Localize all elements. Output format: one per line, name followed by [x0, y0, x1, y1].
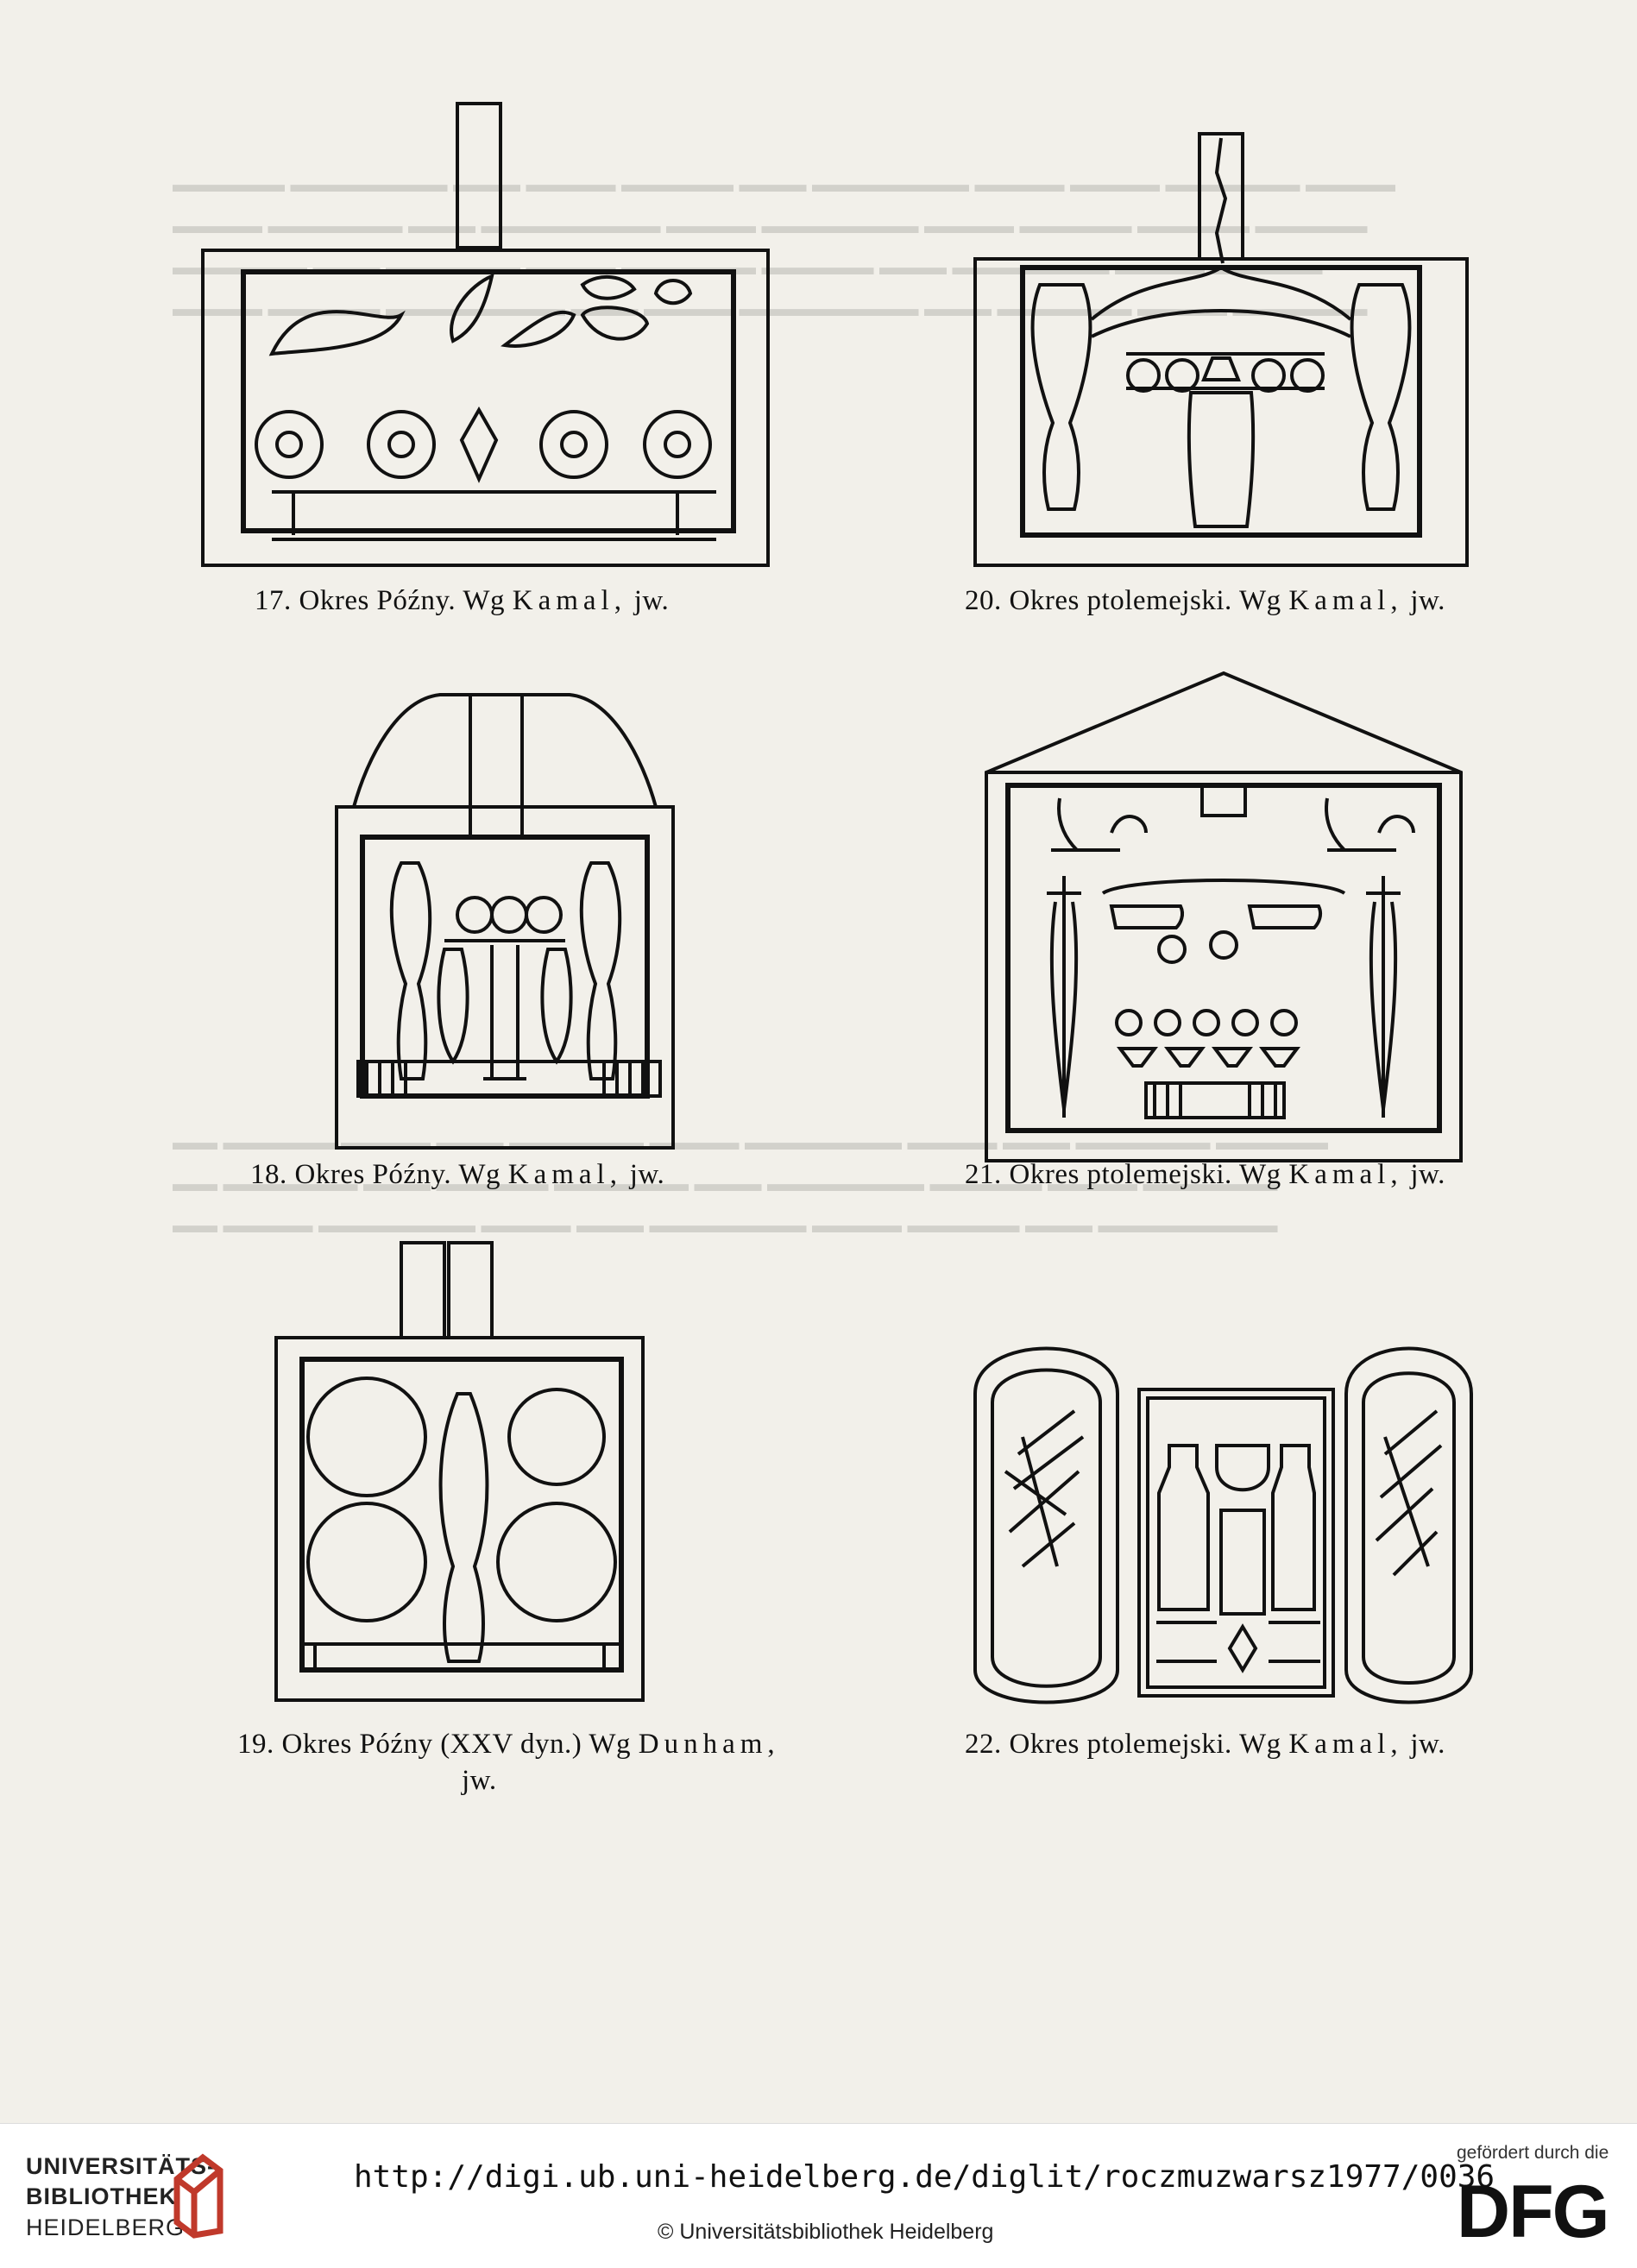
figure-18-caption: 18. Okres Późny. Wg Kamal, jw.	[250, 1159, 664, 1191]
figure-ref: jw.	[1410, 1159, 1445, 1190]
figure-19-drawing	[250, 1238, 664, 1709]
funded-by-label: gefördert durch die	[1457, 2143, 1609, 2163]
figure-17-drawing	[194, 99, 781, 570]
figure-period: Okres ptolemejski.	[1009, 1159, 1232, 1190]
copyright-notice: © Universitätsbibliothek Heidelberg	[658, 2220, 994, 2244]
scanned-page: ▬▬▬▬▬ ▬▬▬▬▬▬▬ ▬▬▬ ▬▬▬▬ ▬▬▬▬▬ ▬▬▬ ▬▬▬▬▬▬▬…	[0, 0, 1637, 2123]
figure-19-caption-continued: jw.	[462, 1765, 497, 1797]
viewer-footer	[0, 2123, 1637, 2268]
figure-source-prefix: Wg	[463, 585, 505, 616]
figure-author: Kamal,	[512, 585, 626, 616]
figure-period: Okres Późny (XXV dyn.)	[281, 1729, 582, 1760]
figure-ref: jw.	[1410, 1729, 1445, 1760]
figure-period: Okres ptolemejski.	[1009, 1729, 1232, 1760]
figure-source-prefix: Wg	[589, 1729, 631, 1760]
figure-ref: jw.	[629, 1159, 665, 1190]
figure-ref: jw.	[462, 1765, 497, 1796]
figure-ref: jw.	[633, 585, 670, 616]
figure-20-caption: 20. Okres ptolemejski. Wg Kamal, jw.	[965, 585, 1445, 617]
figure-19-caption: 19. Okres Późny (XXV dyn.) Wg Dunham,	[237, 1729, 780, 1761]
figure-number: 21.	[965, 1159, 1002, 1190]
figure-ref: jw.	[1410, 585, 1445, 616]
figure-author: Kamal,	[1288, 1729, 1403, 1760]
figure-period: Okres Późny.	[294, 1159, 452, 1190]
figure-number: 18.	[250, 1159, 287, 1190]
figure-source-prefix: Wg	[458, 1159, 501, 1190]
library-name-line3: HEIDELBERG	[26, 2214, 186, 2240]
figure-21-caption: 21. Okres ptolemejski. Wg Kamal, jw.	[965, 1159, 1445, 1191]
figure-number: 22.	[965, 1729, 1002, 1760]
figure-author: Kamal,	[507, 1159, 622, 1190]
figure-period: Okres ptolemejski.	[1009, 585, 1232, 616]
figure-18-drawing	[315, 690, 695, 1156]
figure-22-drawing	[971, 1307, 1476, 1713]
figure-period: Okres Późny.	[299, 585, 456, 616]
university-library-logo-icon[interactable]	[168, 2153, 229, 2244]
dfg-logo[interactable]: DFG	[1457, 2170, 1610, 2253]
figure-number: 20.	[965, 585, 1002, 616]
figure-number: 17.	[255, 585, 292, 616]
figure-author: Kamal,	[1288, 1159, 1403, 1190]
figure-22-caption: 22. Okres ptolemejski. Wg Kamal, jw.	[965, 1729, 1445, 1761]
figure-author: Dunham,	[638, 1729, 780, 1760]
figure-17-caption: 17. Okres Późny. Wg Kamal, jw.	[255, 585, 669, 617]
figure-21-drawing	[982, 669, 1465, 1169]
library-name-line2: BIBLIOTHEK	[26, 2183, 177, 2209]
figure-number: 19.	[237, 1729, 274, 1760]
figure-source-prefix: Wg	[1238, 585, 1281, 616]
figure-source-prefix: Wg	[1238, 1159, 1281, 1190]
figure-20-drawing	[971, 129, 1471, 570]
show-through-text: ▬▬ ▬▬▬▬▬ ▬▬▬▬ ▬▬▬ ▬▬▬▬▬▬ ▬▬▬▬ ▬▬▬▬▬▬▬ ▬▬…	[173, 1130, 1328, 1238]
figure-source-prefix: Wg	[1238, 1729, 1281, 1760]
page-permalink[interactable]: http://digi.ub.uni-heidelberg.de/diglit/…	[354, 2159, 1495, 2195]
figure-author: Kamal,	[1288, 585, 1403, 616]
